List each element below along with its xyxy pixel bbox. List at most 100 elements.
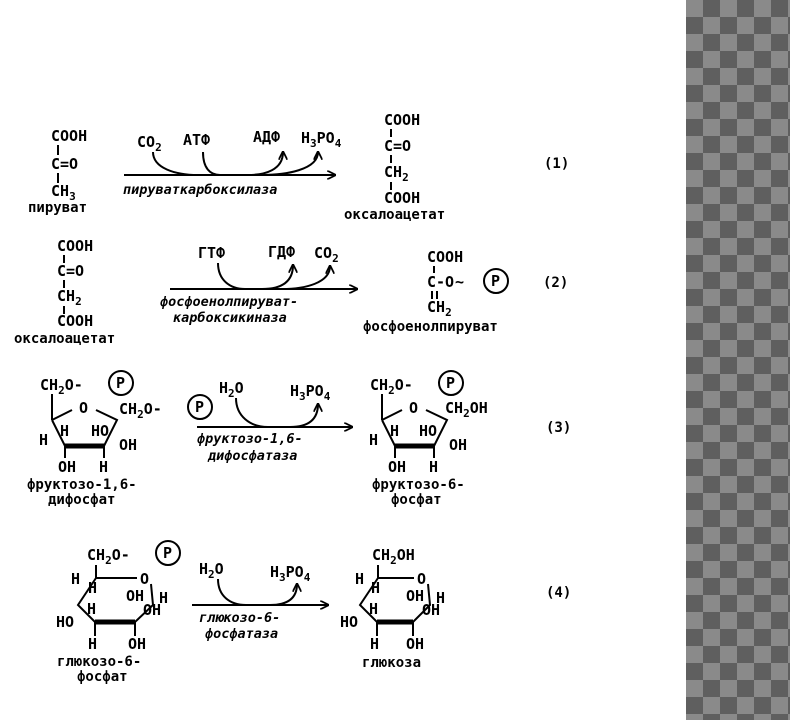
reagent-gtp: ГТФ	[198, 244, 225, 262]
svg-text:CH2: CH2	[57, 287, 82, 308]
svg-text:O: O	[79, 399, 88, 417]
svg-text:H: H	[390, 422, 399, 440]
svg-text:H: H	[88, 635, 97, 653]
reagent-water: H2O	[219, 379, 244, 400]
incoming-curve	[217, 262, 246, 290]
svg-text:OH: OH	[58, 458, 76, 476]
svg-text:CH2: CH2	[384, 163, 409, 184]
svg-text:COOH: COOH	[57, 312, 93, 330]
svg-text:CH2: CH2	[427, 298, 452, 319]
reaction-number: (2)	[543, 275, 568, 291]
svg-text:HO: HO	[91, 422, 109, 440]
pyruvate-structure: COOH C=O CH3 пируват	[28, 127, 87, 216]
reaction-2: COOH C=O CH2 COOH оксалоацетат ГТФ ГДФ C…	[14, 237, 568, 347]
svg-text:H: H	[371, 579, 380, 597]
svg-text:OH: OH	[449, 436, 467, 454]
methyl-group: CH3	[51, 182, 76, 203]
outgoing-curve	[269, 584, 297, 606]
substrate-name-line1: глюкозо-6-	[57, 654, 141, 670]
enzyme-name-line1: глюкозо-6-	[199, 610, 280, 626]
decorative-side-panel	[686, 0, 790, 720]
substrate-name-line2: фосфат	[77, 669, 128, 685]
svg-text:H: H	[60, 422, 69, 440]
incoming-curve	[152, 151, 199, 176]
svg-text:O: O	[409, 399, 418, 417]
fructose-6-phosphate-structure: CH2O- P O CH2OH H H HO OH OH H фруктозо-…	[369, 370, 488, 508]
product-name-phosphoenolpyruvate: фосфоенолпируват	[363, 319, 498, 335]
reagent-co2-out: CO2	[314, 244, 339, 265]
oxaloacetate-structure: COOH C=O CH2 COOH оксалоацетат	[344, 111, 445, 223]
phosphate-circle	[483, 268, 509, 294]
svg-text:CH2O-: CH2O-	[119, 400, 162, 421]
enzyme-name-line1: фосфоенолпируват-	[160, 294, 298, 310]
svg-text:COOH: COOH	[427, 248, 463, 266]
svg-text:C-O: C-O	[427, 273, 454, 291]
svg-text:OH: OH	[422, 601, 440, 619]
svg-text:HO: HO	[340, 613, 358, 631]
svg-text:OH: OH	[388, 458, 406, 476]
phosphoenolpyruvate-structure: COOH C-O ~ P CH2 фосфоенолпируват	[363, 248, 509, 335]
svg-text:O: O	[140, 570, 149, 588]
reaction-4: CH2O- P O H H OH H OH HO H H OH глюкозо-…	[56, 540, 571, 685]
svg-text:C=O: C=O	[384, 137, 411, 155]
svg-text:H: H	[369, 431, 378, 449]
svg-text:P: P	[491, 272, 500, 290]
svg-text:H: H	[159, 589, 168, 607]
substrate-name-line1: фруктозо-1,6-	[27, 477, 137, 493]
phosphate-circle	[155, 540, 181, 566]
carboxyl-group: COOH	[51, 127, 87, 145]
svg-text:HO: HO	[56, 613, 74, 631]
enzyme-name-line2: карбоксикиназа	[173, 310, 287, 326]
svg-text:P: P	[163, 544, 172, 562]
substrate-name-oxaloacetate: оксалоацетат	[14, 331, 115, 347]
svg-text:O: O	[417, 570, 426, 588]
outgoing-curve	[247, 152, 283, 176]
svg-text:H: H	[436, 589, 445, 607]
svg-text:~: ~	[455, 273, 464, 291]
reagent-h3po4-out: H3PO4	[301, 129, 342, 150]
svg-text:OH: OH	[143, 601, 161, 619]
svg-text:COOH: COOH	[384, 111, 420, 129]
reaction-number: (1)	[544, 156, 569, 172]
svg-text:H: H	[88, 579, 97, 597]
reaction-3: CH2O- P O CH2O- P H H HO OH OH H фруктоз…	[27, 370, 571, 508]
svg-text:H: H	[370, 635, 379, 653]
oxaloacetate-structure: COOH C=O CH2 COOH оксалоацетат	[14, 237, 115, 347]
svg-text:CH2O-: CH2O-	[370, 376, 413, 397]
reagent-h3po4-out: H3PO4	[290, 382, 331, 403]
svg-text:HO: HO	[419, 422, 437, 440]
substrate-name-pyruvate: пируват	[28, 200, 87, 216]
svg-text:H: H	[71, 570, 80, 588]
svg-text:CH2OH: CH2OH	[445, 399, 488, 420]
svg-text:H: H	[369, 600, 378, 618]
svg-text:C=O: C=O	[57, 262, 84, 280]
product-name-oxaloacetate: оксалоацетат	[344, 207, 445, 223]
svg-text:COOH: COOH	[384, 189, 420, 207]
reagent-adp: АДФ	[253, 128, 280, 146]
svg-text:COOH: COOH	[57, 237, 93, 255]
reagent-co2-in: CO2	[137, 133, 162, 154]
fructose-1-6-bisphosphate-structure: CH2O- P O CH2O- P H H HO OH OH H фруктоз…	[27, 370, 213, 508]
reaction-number: (3)	[546, 420, 571, 436]
svg-text:P: P	[116, 374, 125, 392]
phosphate-circle	[438, 370, 464, 396]
incoming-curve	[217, 578, 247, 606]
outgoing-curve	[261, 265, 293, 290]
glucose-6-phosphate-structure: CH2O- P O H H OH H OH HO H H OH глюкозо-…	[56, 540, 181, 685]
svg-text:CH2OH: CH2OH	[372, 546, 415, 567]
svg-text:H: H	[99, 458, 108, 476]
product-name-line1: фруктозо-6-	[372, 477, 465, 493]
enzyme-name-line2: дифосфатаза	[207, 448, 297, 464]
svg-text:CH2O-: CH2O-	[40, 376, 83, 397]
svg-text:H: H	[39, 431, 48, 449]
reaction-1: COOH C=O CH3 пируват CO2 АТФ АДФ H3PO4 п…	[28, 111, 569, 223]
svg-text:OH: OH	[126, 587, 144, 605]
svg-text:P: P	[446, 374, 455, 392]
substrate-name-line2: дифосфат	[48, 492, 115, 508]
glucose-structure: CH2OH O H H OH H OH HO H H OH глюкоза	[340, 546, 445, 671]
svg-text:OH: OH	[119, 436, 137, 454]
product-name-glucose: глюкоза	[362, 655, 421, 671]
svg-text:OH: OH	[406, 587, 424, 605]
enzyme-name-line2: фосфатаза	[205, 626, 278, 642]
reaction-number: (4)	[546, 585, 571, 601]
